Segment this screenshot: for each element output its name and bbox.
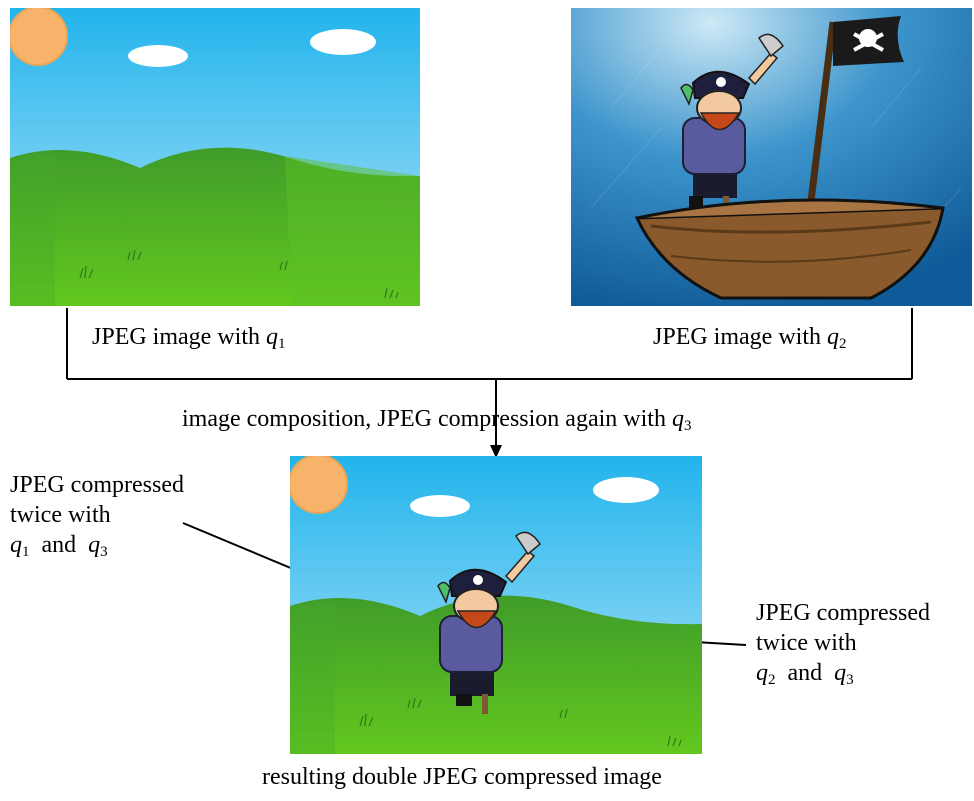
q-subscript: 2: [768, 672, 776, 688]
process-step-label: image composition, JPEG compression agai…: [182, 406, 692, 434]
annotation-line3: q2 and q3: [756, 660, 854, 688]
annotation-line2: twice with: [10, 502, 111, 528]
q-subscript: 3: [100, 544, 108, 560]
q-subscript: 1: [22, 544, 30, 560]
q-symbol: q: [756, 660, 768, 686]
q-subscript: 3: [846, 672, 854, 688]
left-annotation: JPEG compressed twice with q1 and q3: [10, 470, 184, 567]
q-symbol: q: [88, 532, 101, 558]
annotation-line1: JPEG compressed: [756, 600, 930, 626]
q-subscript: 3: [683, 418, 692, 434]
q-symbol: q: [827, 324, 839, 350]
q-symbol: q: [10, 532, 22, 558]
composite-image: [290, 456, 702, 754]
q-symbol: q: [266, 324, 278, 350]
composited-pirate: [437, 531, 541, 714]
annotation-line2: twice with: [756, 630, 857, 656]
first-image-caption: JPEG image with q1: [92, 324, 286, 352]
pirate-figure: [680, 33, 784, 212]
annotation-line3: q1 and q3: [10, 532, 108, 560]
q-symbol: q: [671, 406, 684, 432]
q-subscript: 2: [839, 336, 847, 352]
right-annotation: JPEG compressed twice with q2 and q3: [756, 598, 930, 695]
q-subscript: 1: [278, 336, 286, 352]
landscape-image: [10, 8, 420, 306]
pirate-boat-image: [571, 8, 972, 306]
result-caption: resulting double JPEG compressed image: [262, 764, 662, 790]
second-image-caption: JPEG image with q2: [653, 324, 847, 352]
annotation-line1: JPEG compressed: [10, 472, 184, 498]
arrow-head: [490, 445, 502, 458]
q-symbol: q: [834, 660, 847, 686]
